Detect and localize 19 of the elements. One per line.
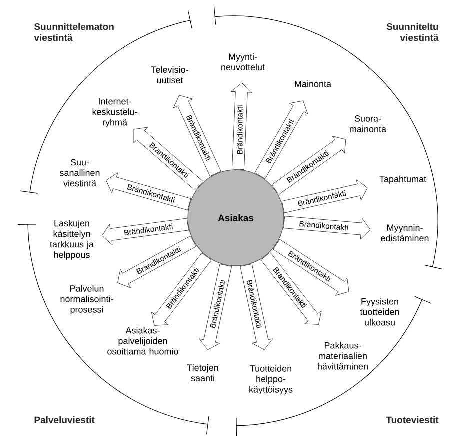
touchpoint-label: Fyysisten tuotteiden ulkoasu xyxy=(360,298,400,326)
touchpoint-label: Tietojen saanti xyxy=(187,364,218,382)
touchpoint-label: Mainonta xyxy=(295,80,332,88)
touchpoint-label: Myynti- neuvottelut xyxy=(222,53,265,71)
section-label: Suunnittelematon viestintä xyxy=(34,23,114,42)
touchpoint-label: Internet- keskustelu- ryhmä xyxy=(92,98,138,128)
touchpoint-label: Laskujen käsittelyn tarkkuus ja helppous xyxy=(50,220,94,260)
touchpoint-label: Palvelun normalisointi- prosessi xyxy=(60,285,114,315)
touchpoint-label: Suora- mainonta xyxy=(350,116,386,132)
section-label: Tuoteviestit xyxy=(386,416,439,424)
touchpoint-label: Televisio- uutiset xyxy=(151,66,188,84)
touchpoint-label: Pakkaus- materiaalien hävittäminen xyxy=(318,342,368,370)
touchpoint-label: Suu- sanallinen viestintä xyxy=(60,159,100,187)
touchpoint-label: Tapahtumat xyxy=(380,176,426,184)
section-label: Palveluviestit xyxy=(34,416,95,424)
touchpoint-label: Myynnin- edistäminen xyxy=(381,224,429,242)
touchpoint-label: Asiakas- palvelijoiden osoittama huomio xyxy=(108,327,178,355)
section-label: Suunniteltu viestintä xyxy=(386,23,439,42)
touchpoint-label: Tuotteiden helppo- käyttöisyys xyxy=(250,365,293,395)
